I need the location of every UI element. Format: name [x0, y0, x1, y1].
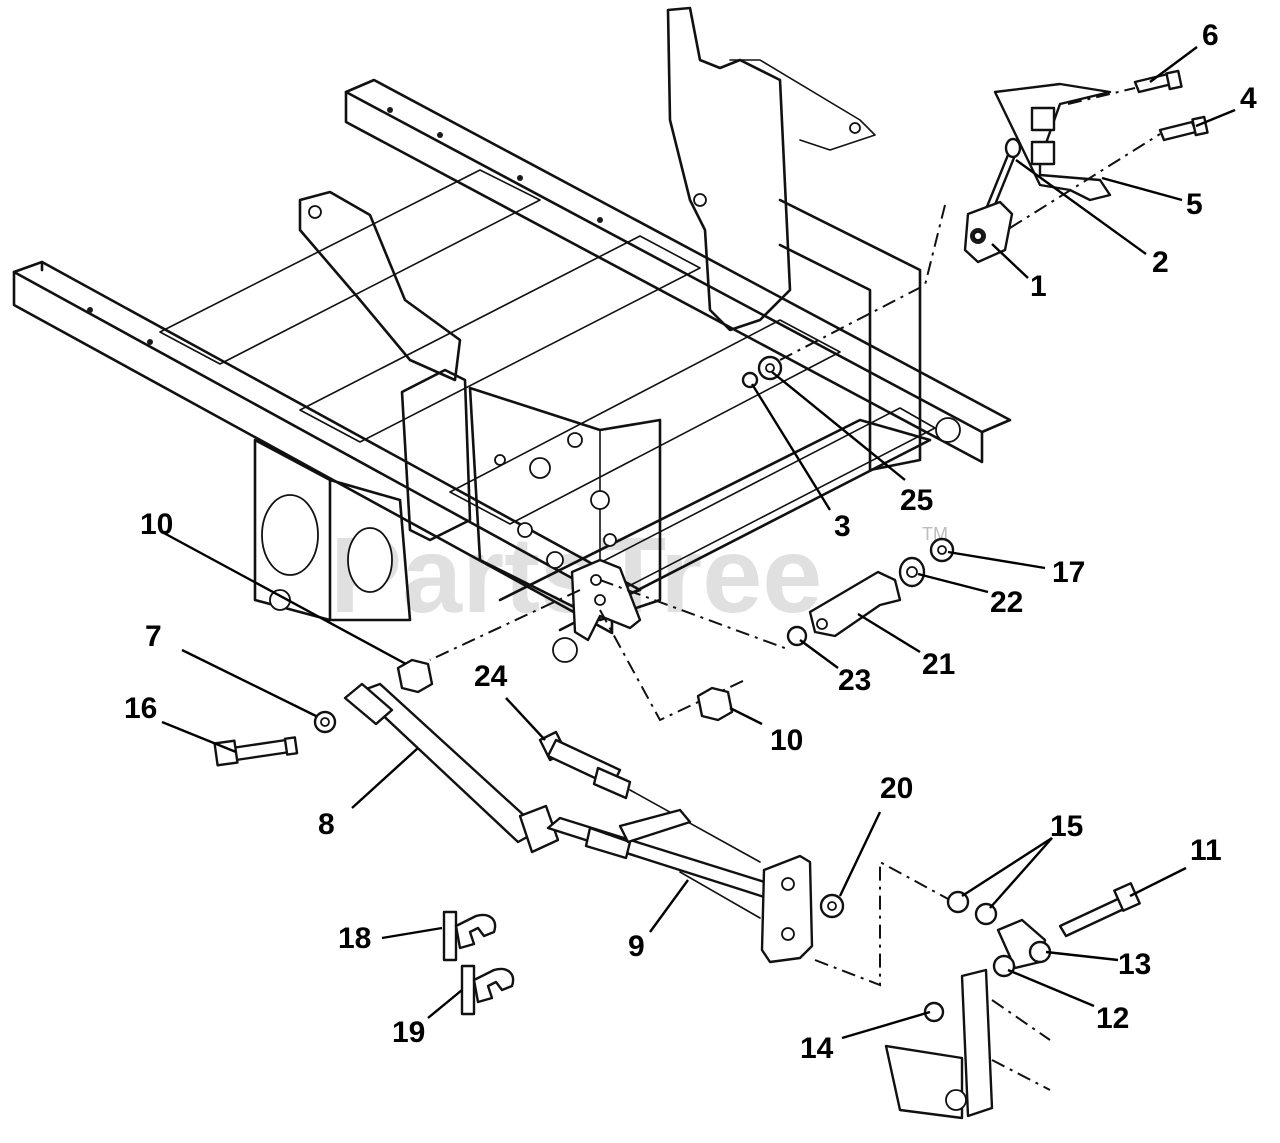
lower-bracket: [960, 968, 994, 1118]
bracket-slot: [1030, 140, 1056, 166]
cable-part-9: [679, 871, 761, 919]
callout-25: 25: [900, 484, 933, 517]
callout-3: 3: [834, 510, 851, 543]
callout-labels: 6 4 5 2 1 3 25 17 22 21 23 10 7 16 8 24 …: [124, 19, 1257, 1065]
callout-24: 24: [474, 660, 508, 693]
pivot-bracket: [429, 558, 791, 722]
lever-knob: [1004, 137, 1022, 159]
cable-group: [538, 730, 951, 987]
callout-5: 5: [1186, 188, 1203, 221]
bracket-part-5: [993, 82, 1112, 202]
cable-plate: [760, 854, 814, 964]
spacer-part-10-left: [396, 658, 434, 694]
chassis-frame: [12, 6, 1012, 663]
callout-10-left: 10: [140, 508, 173, 541]
nut-part-3: [741, 371, 759, 389]
threaded-end: [584, 826, 632, 860]
bolt-part-4: [1158, 120, 1198, 142]
callout-9: 9: [628, 930, 645, 963]
washer-nut-group-3-25: [741, 355, 783, 389]
callout-21: 21: [922, 648, 955, 681]
upper-right-assembly: [779, 69, 1209, 361]
bolt-part-11: [1058, 896, 1128, 938]
callout-14: 14: [800, 1032, 834, 1065]
callout-15: 15: [1050, 810, 1083, 843]
leader-lines: [161, 46, 1236, 1040]
callout-22: 22: [990, 586, 1023, 619]
callout-23: 23: [838, 664, 871, 697]
callout-2: 2: [1152, 246, 1169, 279]
bracket-group-17-23: [786, 537, 955, 647]
actuator-rod: [546, 816, 792, 904]
wrench-symbol-18: [442, 910, 497, 962]
callout-12: 12: [1096, 1002, 1129, 1035]
link-part-21: [808, 570, 902, 638]
callout-13: 13: [1118, 948, 1151, 981]
callout-18: 18: [338, 922, 371, 955]
bolt-part-16: [230, 738, 292, 762]
callout-8: 8: [318, 808, 335, 841]
callout-20: 20: [880, 772, 913, 805]
callout-4: 4: [1240, 82, 1257, 115]
nut-part-12: [992, 954, 1016, 978]
nut-part-15-a: [946, 890, 970, 914]
callout-11: 11: [1190, 834, 1222, 867]
callout-1: 1: [1030, 270, 1047, 303]
nut-part-15-b: [974, 902, 998, 926]
wrench-symbol-19: [460, 964, 515, 1016]
callout-6: 6: [1202, 19, 1219, 52]
nut-part-14: [923, 1001, 945, 1023]
callout-10-right: 10: [770, 724, 803, 757]
callout-7: 7: [145, 620, 162, 653]
bracket-slot: [1030, 106, 1056, 132]
lower-right-assembly: [884, 882, 1141, 1120]
callout-17: 17: [1052, 556, 1085, 589]
callout-19: 19: [392, 1016, 425, 1049]
switch-part-1: [963, 200, 1014, 264]
spacer-group-10: [396, 658, 734, 722]
spacer-part-10-right: [696, 686, 734, 722]
callout-16: 16: [124, 692, 157, 725]
